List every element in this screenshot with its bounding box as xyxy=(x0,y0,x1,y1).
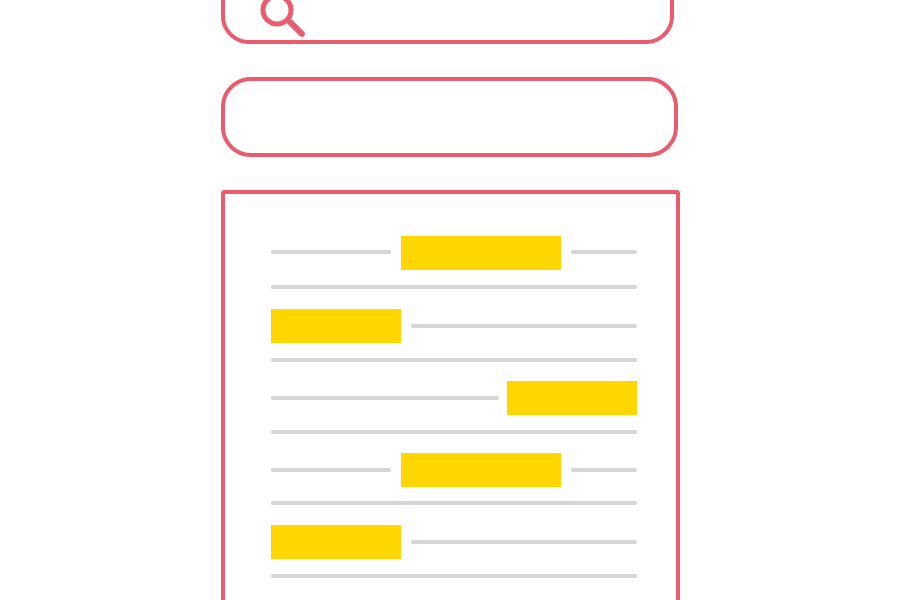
search-bar[interactable] xyxy=(221,0,674,44)
text-line xyxy=(271,501,637,505)
secondary-input-field[interactable] xyxy=(221,77,678,157)
text-line xyxy=(271,358,637,362)
text-line xyxy=(411,540,637,544)
text-line xyxy=(271,285,637,289)
search-icon[interactable] xyxy=(253,0,313,56)
search-input[interactable] xyxy=(321,4,645,36)
text-line xyxy=(271,430,637,434)
highlighted-match[interactable] xyxy=(271,525,401,559)
text-line xyxy=(411,324,637,328)
secondary-input[interactable] xyxy=(249,101,653,135)
highlighted-match[interactable] xyxy=(401,453,561,487)
highlighted-match[interactable] xyxy=(271,309,401,343)
text-line xyxy=(271,468,391,472)
text-line xyxy=(571,468,637,472)
highlighted-match[interactable] xyxy=(401,236,561,270)
text-line xyxy=(271,396,499,400)
text-line xyxy=(271,574,637,578)
text-line xyxy=(271,250,391,254)
highlighted-match[interactable] xyxy=(507,381,637,415)
text-line xyxy=(571,250,637,254)
results-panel xyxy=(221,190,680,600)
